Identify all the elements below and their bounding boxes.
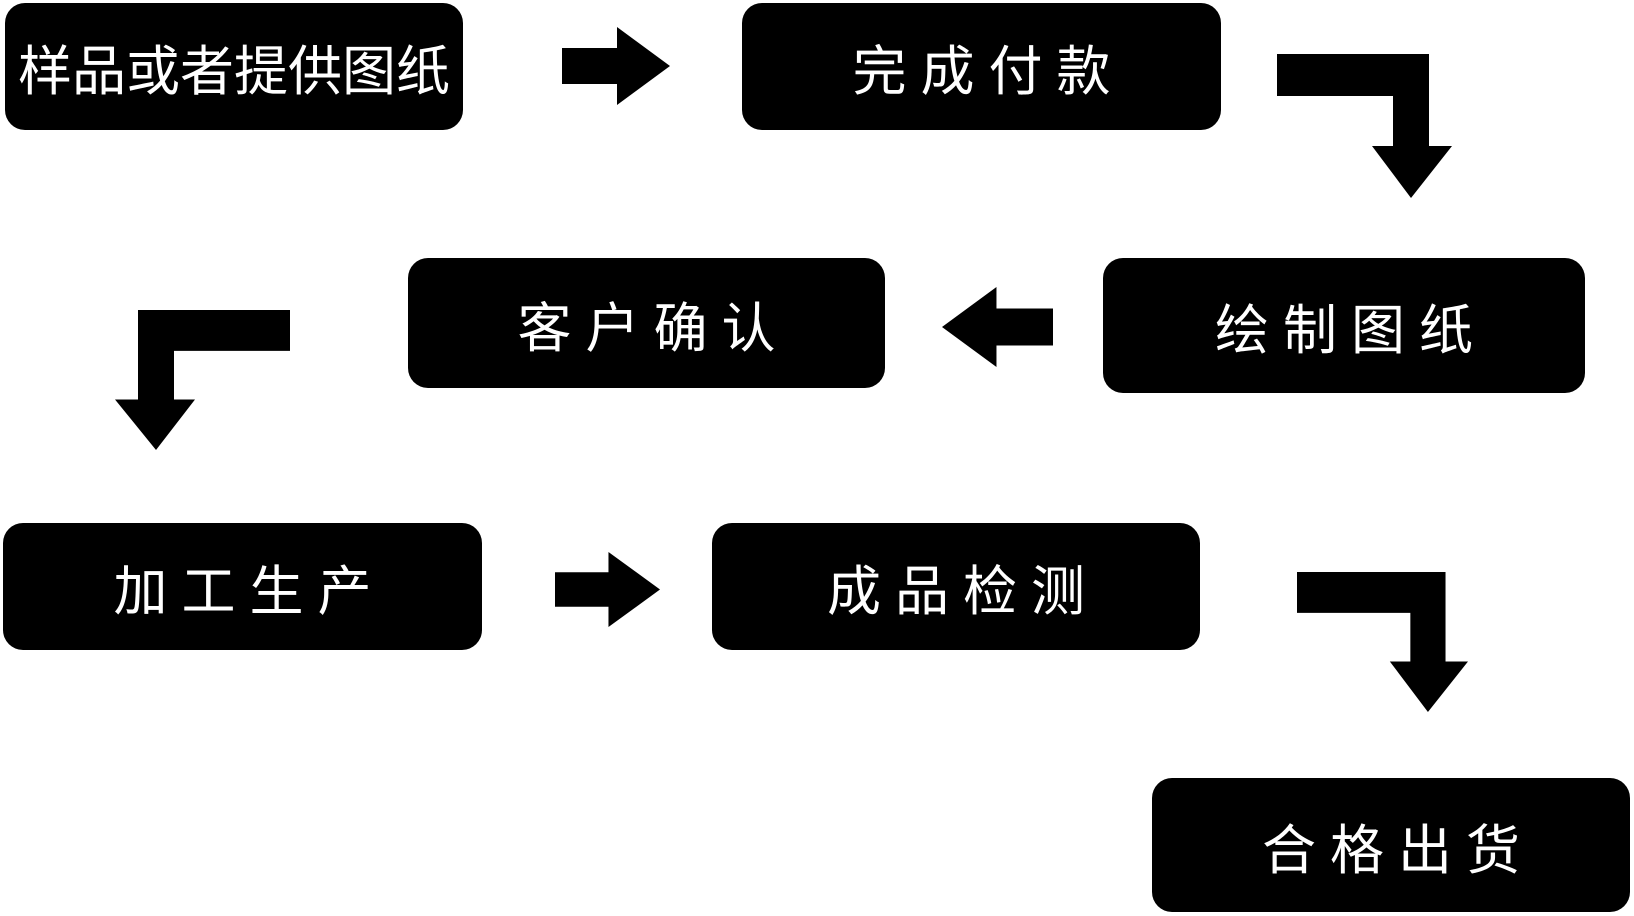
node-qualified-shipment: 合格出货 xyxy=(1152,778,1630,912)
node-complete-payment: 完成付款 xyxy=(742,3,1221,130)
arrow-elbow-right-down-icon xyxy=(1277,54,1452,198)
node-draw-drawing: 绘制图纸 xyxy=(1103,258,1585,393)
node-sample-or-provide-drawing: 样品或者提供图纸 xyxy=(5,3,463,130)
arrow-elbow-right-down-icon xyxy=(1297,572,1468,712)
arrow-elbow-left-down-icon xyxy=(115,310,290,450)
arrow-right-icon xyxy=(562,27,670,105)
node-finished-product-inspection: 成品检测 xyxy=(712,523,1200,650)
arrow-left-icon xyxy=(942,287,1053,367)
arrow-right-icon xyxy=(555,552,660,627)
node-customer-confirm: 客户确认 xyxy=(408,258,885,388)
node-processing-production: 加工生产 xyxy=(3,523,482,650)
